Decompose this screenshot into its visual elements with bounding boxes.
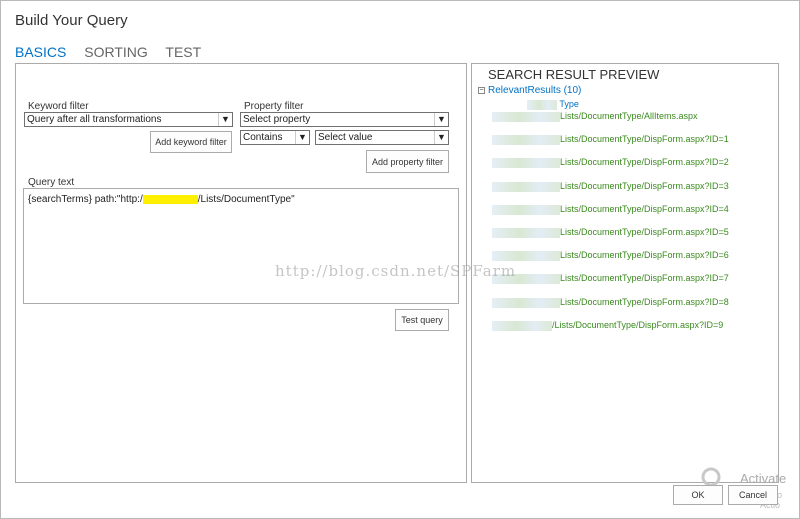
- redacted-text: [492, 227, 560, 238]
- redacted-text: [492, 181, 560, 192]
- result-link: /Lists/DocumentType/DispForm.aspx?ID=9: [552, 320, 724, 330]
- list-item[interactable]: Lists/DocumentType/DispForm.aspx?ID=3: [492, 181, 729, 192]
- tab-sorting[interactable]: SORTING: [84, 44, 148, 60]
- redacted-text: [492, 250, 560, 261]
- result-header-text: Type: [559, 99, 579, 109]
- value-select-value: Select value: [318, 132, 373, 143]
- list-item[interactable]: Lists/DocumentType/DispForm.aspx?ID=8: [492, 297, 729, 308]
- chevron-down-icon: ▼: [218, 113, 232, 126]
- result-tree: −RelevantResults (10): [478, 85, 581, 96]
- add-keyword-filter-button[interactable]: Add keyword filter: [150, 131, 232, 153]
- query-text-label: Query text: [28, 177, 75, 188]
- chevron-down-icon: ▼: [295, 131, 309, 144]
- activate-windows-title: Activate: [740, 471, 787, 486]
- redacted-host: [142, 194, 198, 204]
- list-item[interactable]: Lists/DocumentType/DispForm.aspx?ID=1: [492, 134, 729, 145]
- keyword-filter-select[interactable]: Query after all transformations ▼: [24, 112, 233, 127]
- result-link: Lists/DocumentType/DispForm.aspx?ID=7: [560, 273, 729, 283]
- result-link: Lists/DocumentType/DispForm.aspx?ID=5: [560, 227, 729, 237]
- result-header: Type: [527, 99, 579, 110]
- redacted-text: [492, 297, 560, 308]
- add-property-filter-button[interactable]: Add property filter: [366, 150, 449, 173]
- relevant-results-node[interactable]: −RelevantResults (10): [478, 85, 581, 96]
- list-item[interactable]: Lists/DocumentType/DispForm.aspx?ID=5: [492, 227, 729, 238]
- redacted-text: [492, 134, 560, 145]
- value-select[interactable]: Select value ▼: [315, 130, 449, 145]
- cancel-button[interactable]: Cancel: [728, 485, 778, 505]
- result-link: Lists/DocumentType/DispForm.aspx?ID=8: [560, 297, 729, 307]
- chevron-down-icon: ▼: [434, 113, 448, 126]
- list-item[interactable]: Lists/DocumentType/AllItems.aspx: [492, 111, 698, 122]
- list-item[interactable]: /Lists/DocumentType/DispForm.aspx?ID=9: [492, 320, 723, 331]
- redacted-text: [492, 273, 560, 284]
- result-link: Lists/DocumentType/DispForm.aspx?ID=2: [560, 157, 729, 167]
- chevron-down-icon: ▼: [434, 131, 448, 144]
- query-text-suffix: /Lists/DocumentType": [197, 194, 295, 205]
- result-link: Lists/DocumentType/DispForm.aspx?ID=3: [560, 181, 729, 191]
- preview-title: SEARCH RESULT PREVIEW: [488, 67, 660, 82]
- list-item[interactable]: Lists/DocumentType/DispForm.aspx?ID=4: [492, 204, 729, 215]
- keyword-filter-label: Keyword filter: [28, 101, 89, 112]
- redacted-text: [492, 157, 560, 168]
- ok-button[interactable]: OK: [673, 485, 723, 505]
- property-filter-label: Property filter: [244, 101, 304, 112]
- list-item[interactable]: Lists/DocumentType/DispForm.aspx?ID=6: [492, 250, 729, 261]
- result-link: Lists/DocumentType/DispForm.aspx?ID=4: [560, 204, 729, 214]
- redacted-text: [492, 320, 552, 331]
- list-item[interactable]: Lists/DocumentType/DispForm.aspx?ID=2: [492, 157, 729, 168]
- relevant-results-label: RelevantResults (10): [488, 85, 582, 96]
- tab-basics[interactable]: BASICS: [15, 44, 67, 60]
- keyword-filter-value: Query after all transformations: [27, 114, 162, 125]
- property-select-value: Select property: [243, 114, 311, 125]
- list-item[interactable]: Lists/DocumentType/DispForm.aspx?ID=7: [492, 273, 729, 284]
- operator-select-value: Contains: [243, 132, 283, 143]
- tab-test[interactable]: TEST: [165, 44, 202, 60]
- result-link: Lists/DocumentType/DispForm.aspx?ID=6: [560, 250, 729, 260]
- test-query-button[interactable]: Test query: [395, 309, 449, 331]
- result-link: Lists/DocumentType/AllItems.aspx: [560, 111, 698, 121]
- search-result-preview-panel: SEARCH RESULT PREVIEW −RelevantResults (…: [471, 63, 779, 483]
- dialog-title: Build Your Query: [15, 12, 128, 29]
- collapse-icon[interactable]: −: [478, 87, 485, 94]
- operator-select[interactable]: Contains ▼: [240, 130, 310, 145]
- tab-bar: BASICS SORTING TEST: [15, 44, 215, 60]
- basics-panel: Keyword filter Query after all transform…: [15, 63, 467, 483]
- redacted-text: [527, 99, 557, 110]
- result-link: Lists/DocumentType/DispForm.aspx?ID=1: [560, 134, 729, 144]
- property-select[interactable]: Select property ▼: [240, 112, 449, 127]
- redacted-text: [492, 204, 560, 215]
- query-text-input[interactable]: {searchTerms} path:"http:/ /Lists/Documen…: [23, 188, 459, 304]
- redacted-text: [492, 111, 560, 122]
- query-text-prefix: {searchTerms} path:"http:/: [28, 194, 143, 205]
